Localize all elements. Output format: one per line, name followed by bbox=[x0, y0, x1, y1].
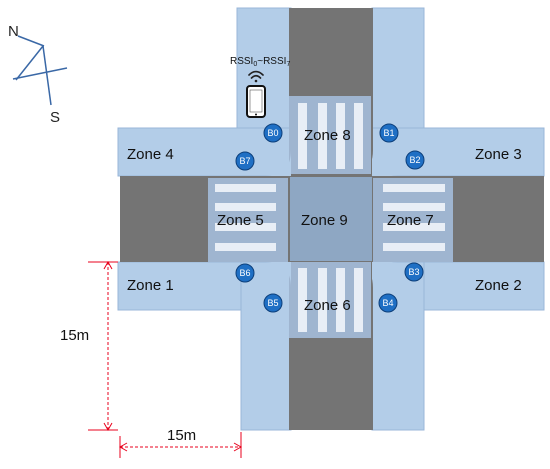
beacon-b0: B0 bbox=[263, 123, 283, 143]
phone-icon bbox=[246, 85, 266, 118]
zone-label: Zone 5 bbox=[217, 212, 264, 229]
zone-label: Zone 8 bbox=[304, 127, 351, 144]
zone-label: Zone 6 bbox=[304, 297, 351, 314]
compass: N S bbox=[8, 23, 68, 126]
zone-labels: Zone 4 Zone 8 Zone 3 Zone 5 Zone 9 Zone … bbox=[127, 127, 522, 314]
beacon-label: B2 bbox=[409, 155, 420, 165]
beacon-b4: B4 bbox=[378, 293, 398, 313]
curb-corners bbox=[265, 128, 398, 310]
zone-label: Zone 3 bbox=[475, 146, 522, 163]
compass-south-label: S bbox=[50, 109, 60, 126]
rssi-label: RSSI0~RSSI7 bbox=[230, 56, 290, 68]
beacon-b3: B3 bbox=[404, 262, 424, 282]
beacon-label: B6 bbox=[239, 268, 250, 278]
crosswalk-stripes bbox=[215, 103, 445, 332]
beacon-label: B3 bbox=[408, 267, 419, 277]
smartphone: RSSI0~RSSI7 bbox=[230, 56, 290, 118]
beacon-label: B5 bbox=[267, 298, 278, 308]
zone-label: Zone 1 bbox=[127, 277, 174, 294]
wifi-icon bbox=[248, 70, 264, 83]
beacon-b5: B5 bbox=[263, 293, 283, 313]
zone-label: Zone 4 bbox=[127, 146, 174, 163]
beacon-label: B1 bbox=[383, 128, 394, 138]
sidewalks bbox=[117, 7, 545, 431]
dimension-horizontal-label: 15m bbox=[167, 427, 196, 444]
beacons: B0 B1 B2 B3 B4 B5 B6 B7 bbox=[235, 123, 425, 313]
dimension-horizontal: 15m bbox=[118, 427, 243, 458]
beacon-b7: B7 bbox=[235, 151, 255, 171]
beacon-b2: B2 bbox=[405, 150, 425, 170]
dimension-vertical: 15m bbox=[60, 260, 118, 432]
zone-9-area bbox=[290, 177, 372, 261]
zone-label: Zone 9 bbox=[301, 212, 348, 229]
beacon-label: B7 bbox=[239, 156, 250, 166]
dimension-vertical-label: 15m bbox=[60, 327, 89, 344]
zone-label: Zone 7 bbox=[387, 212, 434, 229]
beacon-b6: B6 bbox=[235, 263, 255, 283]
zone-label: Zone 2 bbox=[475, 277, 522, 294]
beacon-label: B4 bbox=[382, 298, 393, 308]
beacon-b1: B1 bbox=[379, 123, 399, 143]
compass-north-label: N bbox=[8, 23, 19, 40]
beacon-label: B0 bbox=[267, 128, 278, 138]
